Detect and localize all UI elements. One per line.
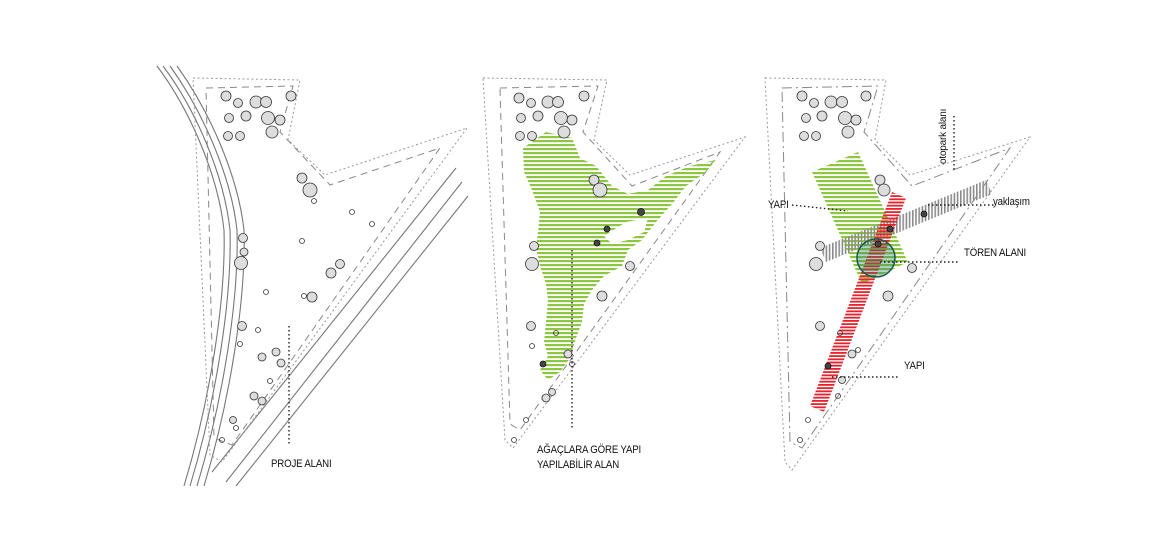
- small-trees-panel-1: [219, 198, 375, 443]
- road-right: [211, 167, 469, 487]
- site-outline-3: [764, 77, 1032, 471]
- small-trees-panel-2: [511, 330, 575, 443]
- site-inner-dashed-3: [781, 85, 1012, 449]
- label-yapi-top: YAPI: [768, 199, 789, 211]
- buildable-green-area: [523, 132, 716, 380]
- ceremony-area-circle: [856, 238, 896, 278]
- trees-panel-2: [513, 90, 635, 403]
- building-red-band: [810, 192, 906, 412]
- approach-grey-band: [820, 180, 992, 262]
- dark-trees-panel-3: [824, 210, 928, 370]
- small-trees-panel-3: [797, 330, 861, 443]
- panel-3-concept: [764, 77, 1032, 471]
- site-inner-dashed-1: [205, 85, 442, 446]
- label-otopark-alani: otopark alanı: [938, 108, 949, 164]
- leader-lines-panel-3: [791, 116, 994, 378]
- label-yaklasim: yaklaşım: [993, 196, 1030, 208]
- label-proje-alani: PROJE ALANI: [271, 458, 332, 470]
- label-toren-alani: TÖREN ALANI: [964, 247, 1027, 259]
- trees-panel-3: [796, 90, 917, 384]
- label-agaclara-gore-yapi: AĞAÇLARA GÖRE YAPI: [537, 444, 642, 456]
- dark-trees-panel-2: [539, 208, 645, 368]
- label-yapi-bottom: YAPI: [904, 360, 925, 372]
- panel-1-project-area: [156, 65, 469, 487]
- panel-2-buildable-area: [482, 77, 747, 449]
- site-outline-1: [192, 77, 469, 463]
- site-inner-dashed-2: [499, 85, 722, 431]
- trees-panel-1: [220, 90, 345, 424]
- label-yapilabilir-alan: YAPILABİLİR ALAN: [537, 459, 620, 471]
